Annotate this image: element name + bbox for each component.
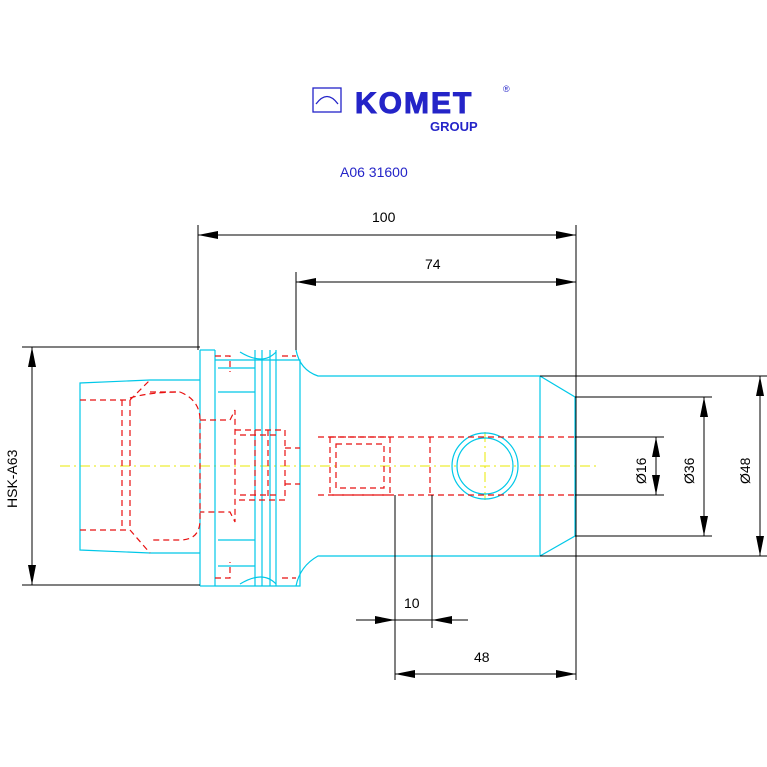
dimension-lines [22, 225, 767, 680]
dim-offset: 10 [404, 595, 420, 611]
dim-overall-length: 100 [372, 209, 396, 225]
logo-group: GROUP [430, 119, 478, 134]
hidden-lines [80, 355, 575, 579]
komet-logo-symbol-icon [312, 87, 342, 113]
logo-brand: KOMET [355, 87, 473, 120]
dimension-arrows [28, 231, 764, 678]
komet-logo: KOMET ® GROUP [312, 84, 510, 134]
dim-inner-diameter: Ø36 [681, 457, 697, 484]
dim-shank: HSK-A63 [4, 449, 20, 508]
dim-hole-position: 48 [474, 649, 490, 665]
part-number: A06 31600 [340, 164, 408, 180]
dim-outer-diameter: Ø48 [737, 457, 753, 484]
logo-registered: ® [503, 84, 510, 94]
dim-body-length: 74 [425, 256, 441, 272]
dim-bore-diameter: Ø16 [633, 457, 649, 484]
part-outline [79, 349, 576, 587]
